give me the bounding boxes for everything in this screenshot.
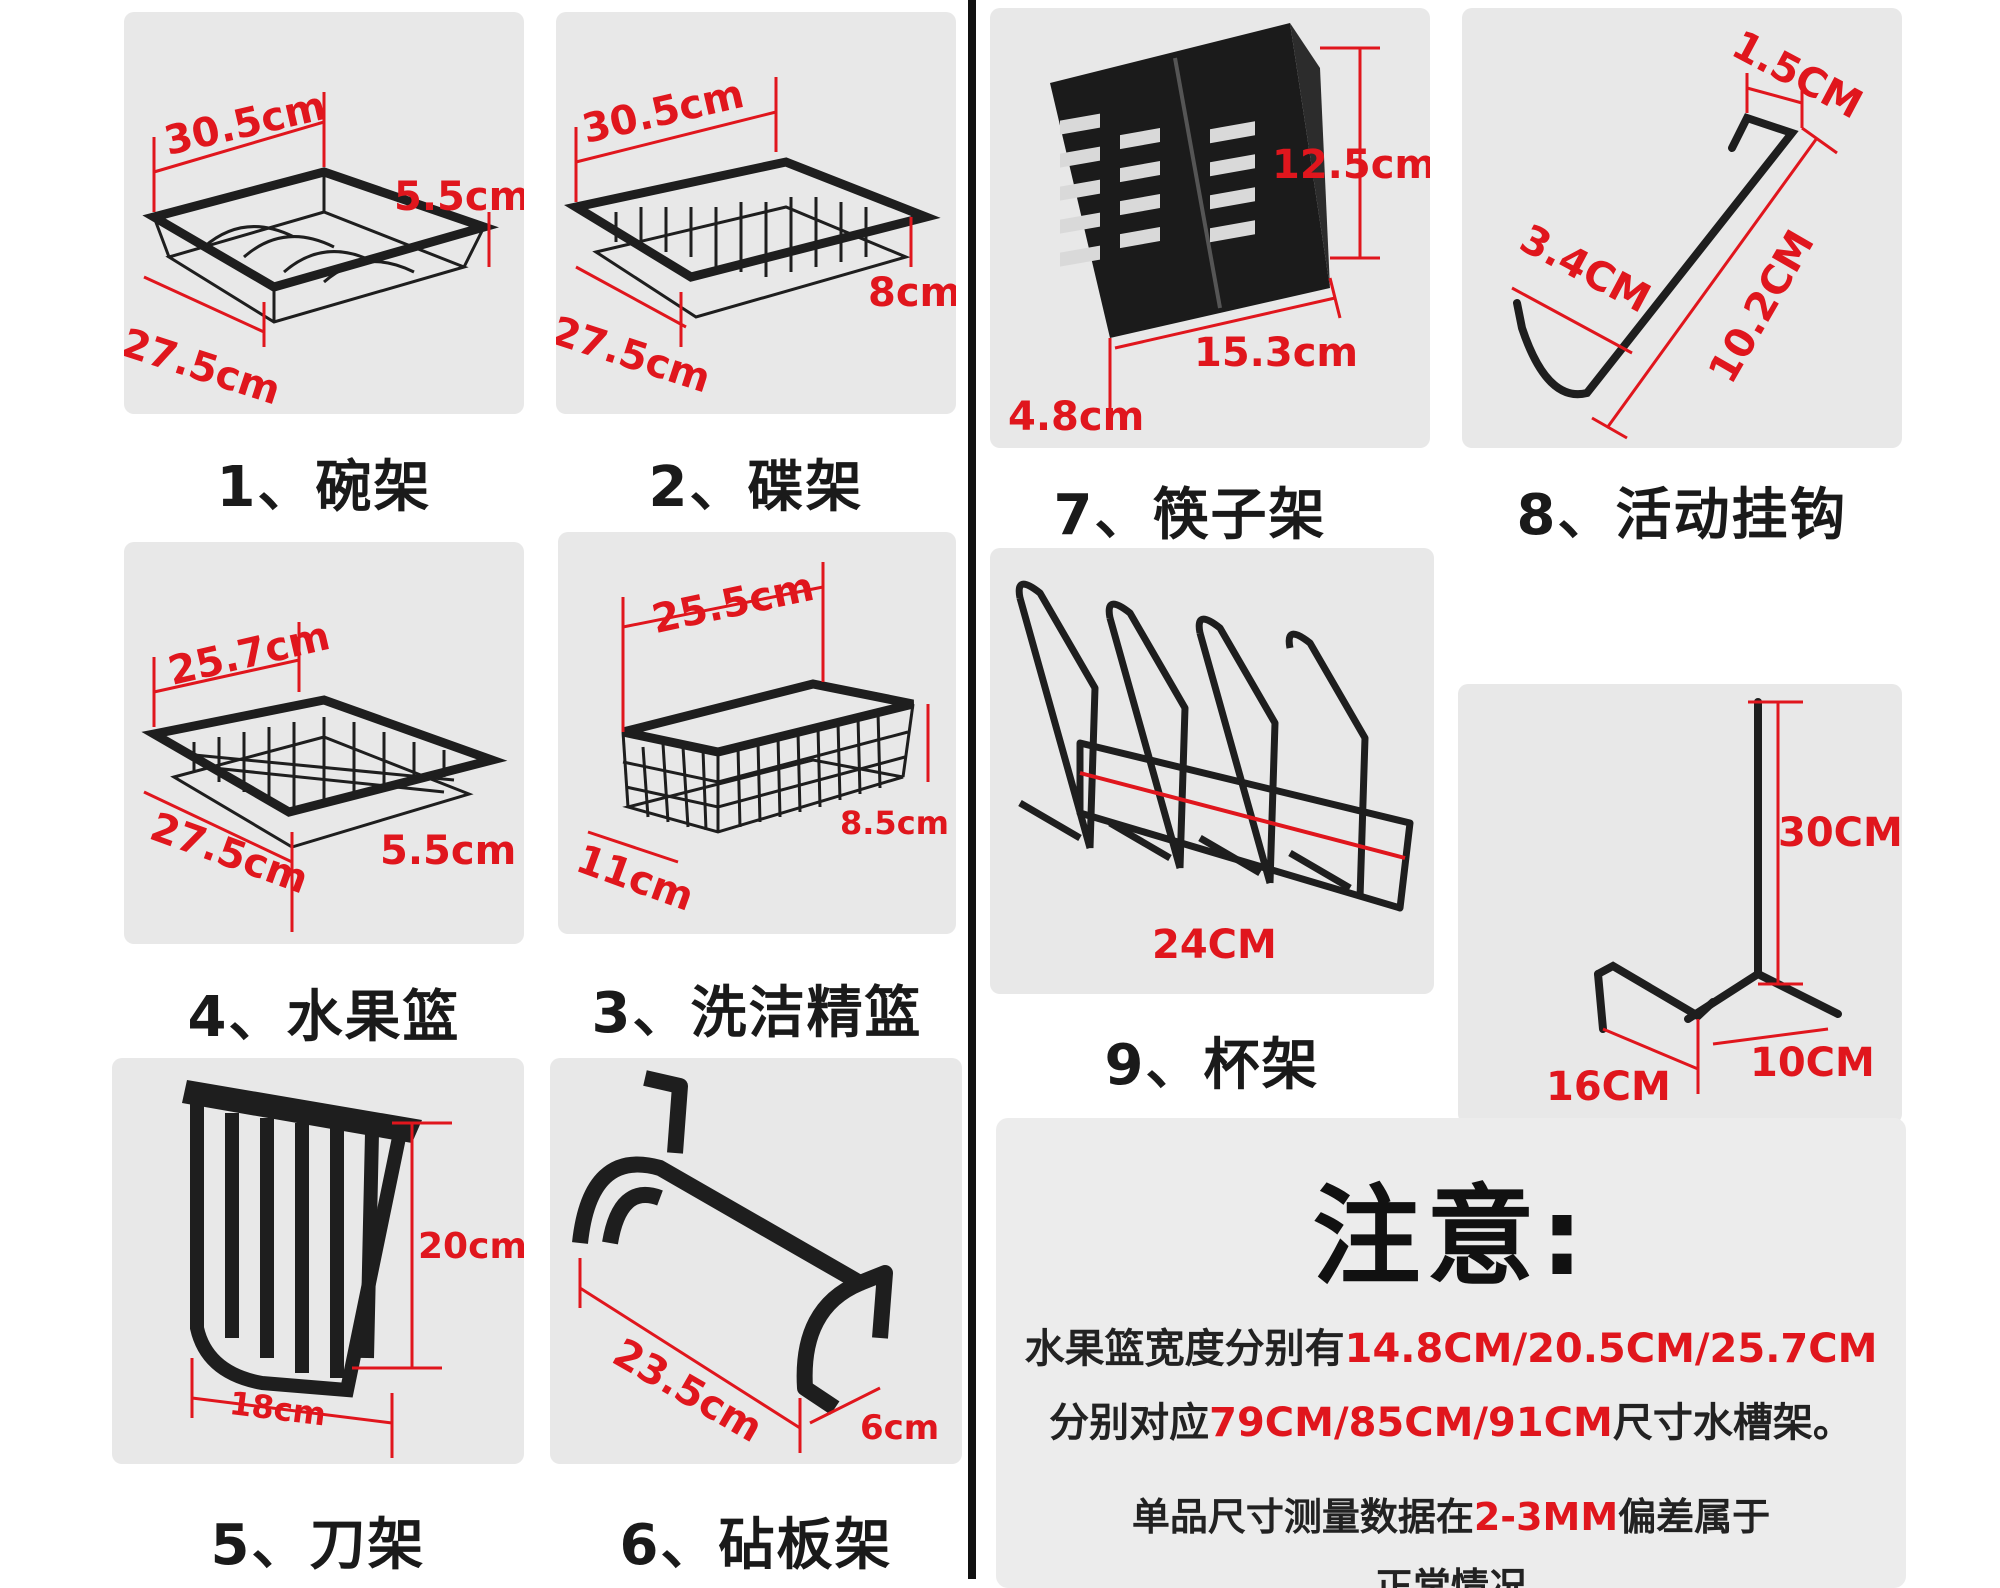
- notice-line-2: 分别对应79CM/85CM/91CM尺寸水槽架。: [996, 1390, 1906, 1448]
- notice-line-3-prefix: 单品尺寸测量数据在: [1131, 1495, 1474, 1539]
- notice-line-1-values: 14.8CM/20.5CM/25.7CM: [1344, 1326, 1878, 1372]
- notice-line-3-values: 2-3MM: [1473, 1495, 1619, 1539]
- movable-hook-caption: 8、活动挂钩: [1516, 483, 1848, 548]
- chopstick-dim-width: 15.3cm: [1194, 330, 1359, 376]
- movable-hook-panel: 1.5CM 3.4CM 10.2CM: [1462, 8, 1902, 448]
- bowl-rack-icon: [142, 92, 499, 347]
- notice-line-3-suffix: 偏差属于: [1618, 1495, 1771, 1539]
- fruit-basket-caption: 4、水果篮: [187, 985, 461, 1050]
- detergent-basket-caption: 3、洗洁精篮: [591, 981, 923, 1046]
- movable-hook-icon: [1511, 73, 1838, 440]
- knife-holder-icon: [182, 1080, 452, 1458]
- cup-rack-panel: 24CM: [990, 548, 1434, 994]
- stand-dim-base: 16CM: [1546, 1064, 1671, 1110]
- paper-towel-stand-panel: 30CM 16CM 10CM: [1458, 684, 1902, 1124]
- fruit-basket-panel: 25.7cm 27.5cm 5.5cm: [124, 542, 524, 944]
- notice-line-2-suffix: 尺寸水槽架。: [1612, 1400, 1853, 1446]
- fruit-basket-icon: [141, 622, 508, 932]
- knife-dim-height: 20cm: [418, 1226, 524, 1267]
- plate-rack-icon: [564, 77, 941, 347]
- notice-line-3: 单品尺寸测量数据在2-3MM偏差属于: [996, 1486, 1906, 1541]
- fruit-dim-height: 5.5cm: [380, 828, 517, 874]
- bowl-dim-height: 5.5cm: [394, 174, 524, 220]
- cutting-board-rack-icon: [572, 1070, 893, 1453]
- knife-holder-caption: 5、刀架: [210, 1513, 426, 1578]
- bowl-rack-caption: 1、碗架: [216, 455, 432, 520]
- cutting-board-rack-caption: 6、砧板架: [619, 1513, 893, 1578]
- chopstick-dim-depth: 4.8cm: [1008, 394, 1145, 440]
- paper-towel-stand-icon: [1594, 698, 1842, 1094]
- cup-dim-length: 24CM: [1152, 922, 1277, 968]
- chopstick-dim-height: 12.5cm: [1272, 142, 1430, 188]
- chopstick-holder-icon: [1050, 23, 1380, 423]
- cup-rack-icon: [1015, 580, 1414, 912]
- notice-line-1: 水果篮宽度分别有14.8CM/20.5CM/25.7CM: [996, 1316, 1906, 1374]
- detergent-dim-height: 8.5cm: [840, 804, 949, 842]
- notice-line-2-values: 79CM/85CM/91CM: [1209, 1400, 1613, 1446]
- notice-title: 注意:: [1312, 1175, 1590, 1300]
- detergent-basket-panel: 25.5cm 8.5cm 11cm: [558, 532, 956, 934]
- plate-rack-caption: 2、碟架: [648, 455, 864, 520]
- stand-dim-foot: 10CM: [1750, 1040, 1875, 1086]
- chopstick-holder-caption: 7、筷子架: [1053, 483, 1327, 548]
- notice-panel: 注意: 水果篮宽度分别有14.8CM/20.5CM/25.7CM 分别对应79C…: [996, 1118, 1906, 1588]
- stand-dim-height: 30CM: [1778, 810, 1902, 856]
- notice-line-1-prefix: 水果篮宽度分别有: [1024, 1326, 1345, 1372]
- chopstick-holder-panel: 12.5cm 15.3cm 4.8cm: [990, 8, 1430, 448]
- detergent-basket-icon: [587, 562, 930, 864]
- board-dim-depth: 6cm: [860, 1408, 940, 1448]
- bowl-rack-panel: 30.5cm 5.5cm 27.5cm: [124, 12, 524, 414]
- plate-rack-panel: 30.5cm 8cm 27.5cm: [556, 12, 956, 414]
- cup-rack-caption: 9、杯架: [1104, 1033, 1320, 1098]
- notice-line-2-prefix: 分别对应: [1049, 1400, 1210, 1446]
- column-divider: [968, 0, 976, 1579]
- plate-dim-height: 8cm: [868, 270, 956, 316]
- knife-holder-panel: 20cm 18cm: [112, 1058, 524, 1464]
- notice-line-4: 正常情况: [1374, 1565, 1527, 1588]
- cutting-board-rack-panel: 23.5cm 6cm: [550, 1058, 962, 1464]
